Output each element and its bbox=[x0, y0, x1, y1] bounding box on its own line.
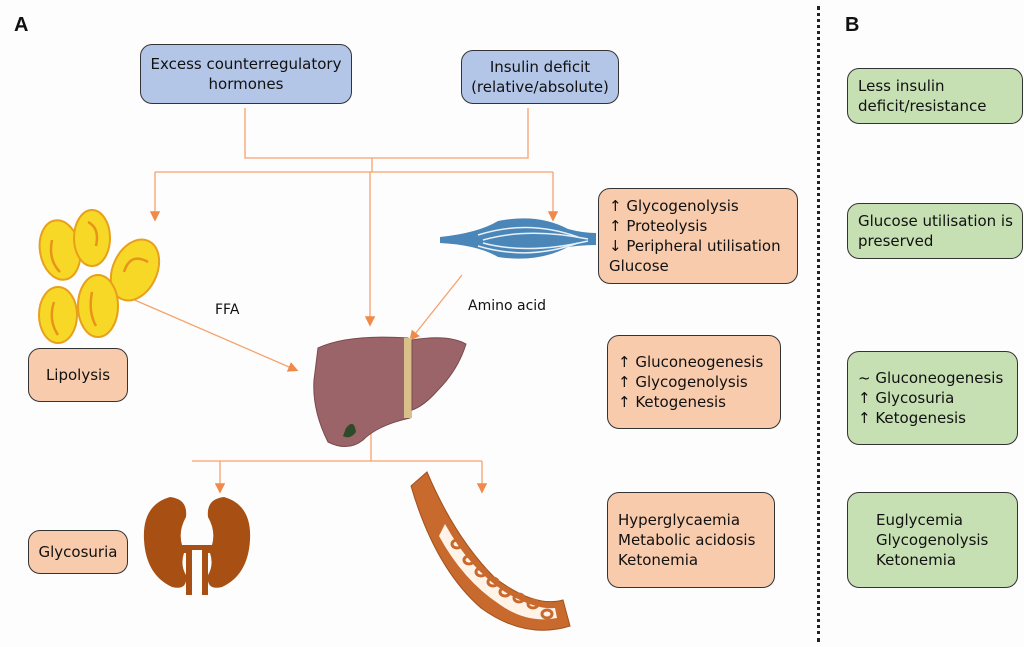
box-line: ↑ Proteolysis bbox=[609, 217, 708, 235]
box-line: ↑ Glycogenolysis bbox=[609, 197, 739, 215]
muscle-effects-box: ↑ Glycogenolysis ↑ Proteolysis ↓ Periphe… bbox=[598, 188, 798, 284]
ffa-label: FFA bbox=[215, 302, 240, 318]
liver-effects-box: ↑ Gluconeogenesis ↑ Glycogenolysis ↑ Ket… bbox=[607, 335, 781, 429]
box-line: ↑ Glycosuria bbox=[858, 389, 955, 407]
box-line: Ketonemia bbox=[618, 551, 699, 569]
liver-icon bbox=[313, 336, 467, 447]
box-line: ~ Gluconeogenesis bbox=[858, 369, 1004, 387]
panel-b-label: B bbox=[845, 14, 860, 36]
box-line: preserved bbox=[858, 232, 934, 250]
box-line: Glucose bbox=[609, 257, 669, 275]
box-text: hormones bbox=[208, 75, 284, 93]
connector-hormones bbox=[244, 108, 529, 159]
blood-vessel-icon bbox=[410, 471, 571, 631]
box-line: Metabolic acidosis bbox=[618, 531, 756, 549]
panel-a-label: A bbox=[14, 14, 29, 36]
box-line: ↓ Peripheral utilisation bbox=[609, 237, 781, 255]
box-line: Glucose utilisation is bbox=[858, 212, 1013, 230]
panel-b-blood-box: Euglycemia Glycogenolysis Ketonemia bbox=[847, 492, 1018, 588]
box-line: ↑ Ketogenesis bbox=[858, 409, 966, 427]
insulin-deficit-box: Insulin deficit (relative/absolute) bbox=[461, 50, 619, 104]
lipolysis-box: Lipolysis bbox=[28, 348, 128, 402]
box-text: Excess counterregulatory bbox=[150, 55, 342, 73]
box-line: Less insulin bbox=[858, 77, 945, 95]
panel-divider bbox=[817, 6, 820, 642]
kidney-icon bbox=[143, 497, 251, 595]
glycosuria-box: Glycosuria bbox=[28, 530, 128, 574]
arrow-ffa bbox=[129, 297, 299, 372]
box-line: ↑ Gluconeogenesis bbox=[618, 353, 764, 371]
box-line: Glycogenolysis bbox=[876, 531, 989, 549]
panel-b-insulin-box: Less insulin deficit/resistance bbox=[847, 68, 1023, 124]
adipocytes-icon bbox=[38, 209, 161, 344]
arrow-amino bbox=[409, 274, 463, 342]
panel-b-glucose-box: Glucose utilisation is preserved bbox=[847, 203, 1023, 259]
box-line: ↑ Glycogenolysis bbox=[618, 373, 748, 391]
connector-liver-down bbox=[192, 430, 482, 462]
box-line: deficit/resistance bbox=[858, 97, 987, 115]
box-text: Lipolysis bbox=[45, 366, 111, 384]
box-text: (relative/absolute) bbox=[471, 78, 609, 96]
blood-effects-box: Hyperglycaemia Metabolic acidosis Ketone… bbox=[607, 492, 775, 588]
box-line: Hyperglycaemia bbox=[618, 511, 741, 529]
box-line: Euglycemia bbox=[876, 511, 963, 529]
box-text: Glycosuria bbox=[38, 543, 118, 561]
muscle-icon bbox=[440, 218, 596, 259]
box-text: Insulin deficit bbox=[489, 58, 591, 76]
amino-acid-label: Amino acid bbox=[468, 298, 547, 314]
box-line: Ketonemia bbox=[876, 551, 957, 569]
box-line: ↑ Ketogenesis bbox=[618, 393, 726, 411]
counterregulatory-hormones-box: Excess counterregulatory hormones bbox=[140, 44, 352, 104]
panel-b-liver-box: ~ Gluconeogenesis ↑ Glycosuria ↑ Ketogen… bbox=[847, 351, 1018, 445]
